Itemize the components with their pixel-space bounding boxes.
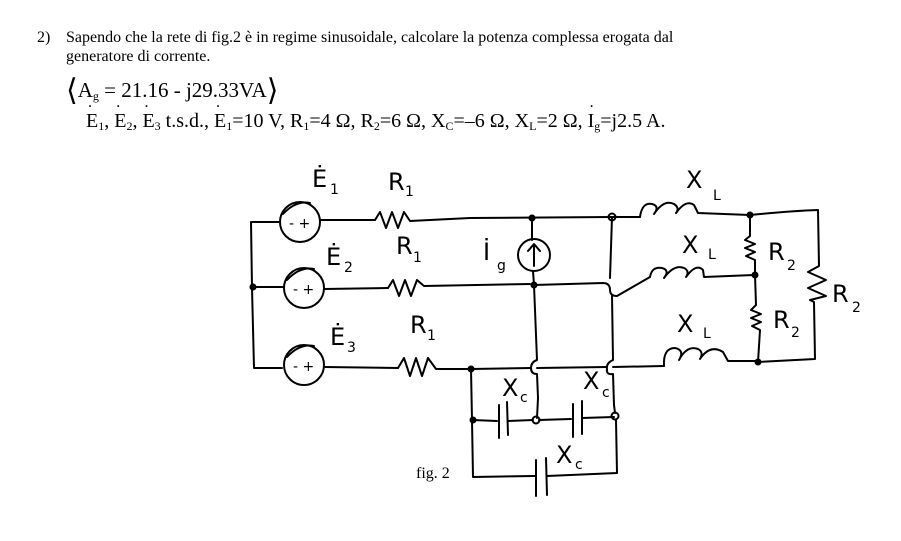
svg-text:X: X [686, 166, 702, 194]
source-e3-symbol: - + [283, 344, 399, 386]
param-xc: XC [431, 110, 454, 133]
answer-close-bracket: ⟩ [266, 74, 279, 107]
svg-text:R: R [388, 168, 405, 196]
left-bus-wire [250, 221, 283, 369]
svg-text:1: 1 [330, 182, 339, 198]
resistor-r2-right [749, 209, 827, 363]
svg-text:R: R [773, 306, 790, 334]
param-xl: XL [514, 110, 537, 133]
param-r1: R1 [290, 110, 310, 133]
capacitor-xc-right [538, 400, 615, 438]
svg-text:2: 2 [791, 325, 800, 341]
svg-text:c: c [575, 457, 583, 473]
svg-text:1: 1 [405, 184, 414, 200]
figure-caption: fig. 2 [416, 465, 450, 482]
svg-text:R: R [396, 232, 413, 260]
resistor-r2-lower [750, 274, 762, 363]
given-data: E1, E2, E3 t.s.d., E1=10 V, R1=4 Ω, R2=6… [86, 110, 665, 133]
svg-text:2: 2 [852, 300, 861, 316]
svg-text:c: c [520, 390, 528, 406]
capacitor-xc-left [472, 401, 534, 439]
inductor-xl-top [639, 201, 751, 218]
resistor-r1-bottom [397, 357, 472, 377]
svg-text:1: 1 [427, 328, 436, 344]
svg-text:X: X [502, 374, 518, 402]
resistor-r1-top [374, 211, 471, 229]
answer-equals: = [98, 78, 122, 102]
label-e3: Ė [330, 322, 345, 351]
problem-number: 2) [37, 29, 51, 46]
svg-text:R: R [832, 280, 849, 308]
param-ig: Ig [588, 110, 601, 132]
svg-text:X: X [583, 367, 599, 395]
problem-text-line1: Sapendo che la rete di fig.2 è in regime… [66, 29, 674, 46]
source-e2-symbol: - + [283, 267, 389, 309]
capacitor-xc-bottom [533, 419, 618, 497]
source-e1: E1 [86, 110, 104, 132]
svg-text:- +: - + [293, 282, 314, 298]
svg-text:c: c [602, 385, 610, 401]
svg-text:R: R [768, 238, 785, 266]
resistor-r2-upper [744, 214, 756, 276]
inductor-xl-middle [649, 266, 755, 279]
resistor-r1-middle [387, 279, 531, 297]
svg-text:- +: - + [289, 216, 310, 232]
problem-text-line2: generatore di corrente. [66, 48, 211, 65]
svg-text:L: L [713, 188, 721, 204]
svg-text:- +: - + [293, 359, 314, 375]
label-ig: İ [483, 237, 490, 266]
svg-text:L: L [708, 247, 716, 263]
source-e3: E3 [142, 110, 160, 132]
svg-text:L: L [703, 326, 711, 342]
svg-text:R: R [410, 311, 427, 339]
svg-text:3: 3 [347, 340, 356, 356]
svg-text:2: 2 [787, 258, 796, 274]
answer-open-bracket: ⟨ [66, 74, 78, 107]
svg-text:X: X [682, 231, 698, 259]
source-e1-symbol: - + [279, 201, 376, 243]
answer-symbol-sub: g [92, 89, 99, 103]
param-r2: R2 [360, 110, 380, 133]
svg-text:1: 1 [413, 250, 422, 266]
inductor-xl-bottom [662, 347, 759, 367]
svg-text:2: 2 [344, 260, 353, 276]
svg-text:X: X [677, 310, 693, 338]
label-e2: Ė [326, 242, 341, 271]
param-e1: E1 [214, 110, 232, 132]
source-e2: E2 [114, 110, 132, 132]
svg-text:X: X [556, 441, 572, 469]
label-e1: Ė [312, 164, 327, 193]
current-source-ig-symbol [517, 217, 551, 286]
svg-text:g: g [497, 258, 506, 274]
